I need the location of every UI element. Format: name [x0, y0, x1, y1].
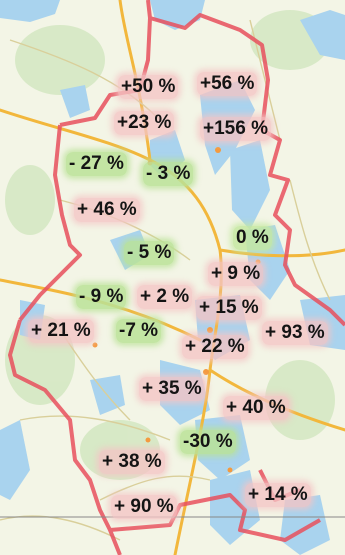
change-label-n22: + 14 %: [245, 483, 311, 507]
change-label-n1: +50 %: [118, 75, 179, 99]
change-label-n20: -30 %: [180, 430, 236, 454]
change-label-n16: + 22 %: [182, 335, 248, 359]
region-borders: [8, 0, 345, 555]
change-label-n23: + 90 %: [111, 495, 177, 519]
change-label-n14: + 21 %: [28, 319, 94, 343]
change-label-n7: + 46 %: [74, 198, 140, 222]
change-label-n9: - 5 %: [124, 241, 175, 265]
change-label-n17: + 93 %: [262, 321, 328, 345]
change-label-n4: +156 %: [200, 117, 271, 141]
change-label-n5: - 27 %: [66, 152, 127, 176]
change-label-n2: +56 %: [197, 72, 258, 96]
change-label-n12: + 2 %: [137, 285, 193, 309]
change-label-n15: -7 %: [116, 319, 162, 343]
change-label-n18: + 35 %: [139, 377, 205, 401]
change-label-n19: + 40 %: [223, 396, 289, 420]
change-label-n6: - 3 %: [143, 162, 194, 186]
change-label-n8: 0 %: [233, 226, 272, 250]
change-label-n11: - 9 %: [76, 285, 127, 309]
change-label-n10: + 9 %: [208, 262, 264, 286]
change-label-n13: + 15 %: [196, 296, 262, 320]
change-label-n3: +23 %: [114, 111, 175, 135]
change-label-n21: + 38 %: [99, 450, 165, 474]
